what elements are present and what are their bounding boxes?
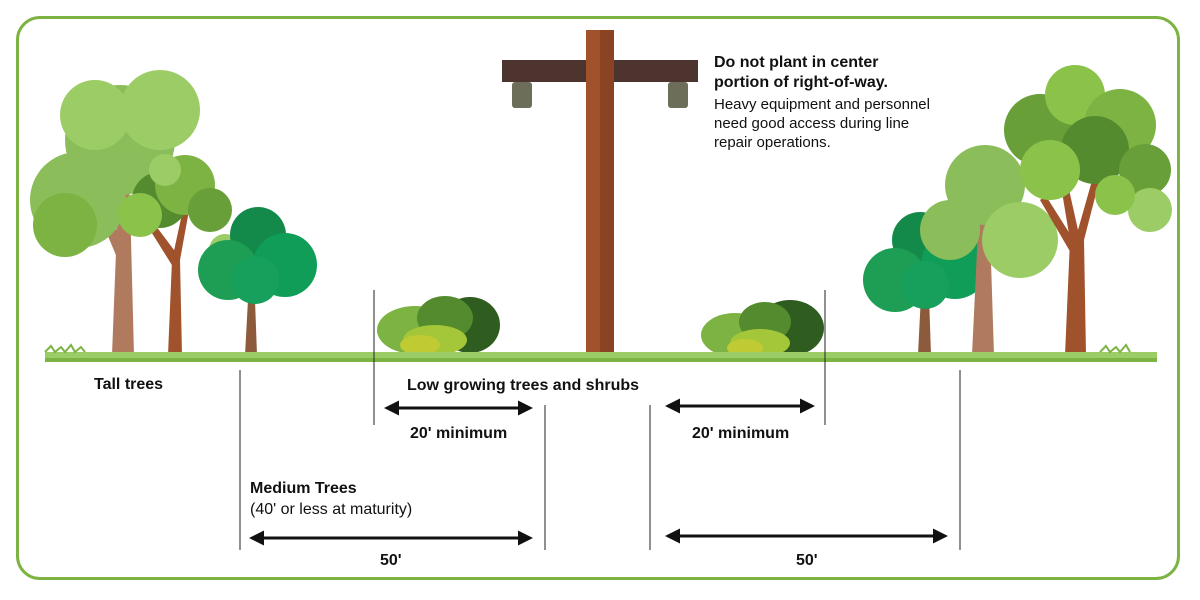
medium-tree-right bbox=[920, 145, 1058, 355]
small-tree-left bbox=[198, 207, 317, 355]
label-medium-trees: Medium Trees bbox=[250, 480, 357, 497]
label-low-growing: Low growing trees and shrubs bbox=[407, 377, 640, 394]
utility-pole bbox=[502, 30, 698, 356]
note-title-line2: portion of right-of-way. bbox=[714, 74, 888, 91]
note-body-line3: repair operations. bbox=[714, 134, 831, 151]
label-20-min-right: 20' minimum bbox=[692, 425, 790, 442]
shrub-left bbox=[377, 296, 500, 355]
label-20-min-left: 20' minimum bbox=[410, 425, 508, 442]
label-tall-trees: Tall trees bbox=[94, 376, 164, 393]
tall-tree-right bbox=[1004, 65, 1172, 355]
insulator-left bbox=[512, 82, 532, 108]
dimension-arrows bbox=[249, 398, 948, 546]
insulator-right bbox=[668, 82, 688, 108]
label-medium-trees-note: (40' or less at maturity) bbox=[250, 501, 413, 518]
note-body-line1: Heavy equipment and personnel bbox=[714, 96, 930, 113]
label-50-left: 50' bbox=[380, 552, 402, 569]
note-body-line2: need good access during line bbox=[714, 115, 910, 132]
label-50-right: 50' bbox=[796, 552, 818, 569]
shrub-right bbox=[701, 300, 824, 357]
center-warning-note: Do not plant in center portion of right-… bbox=[714, 53, 930, 152]
tall-tree-left bbox=[30, 70, 200, 355]
guide-lines bbox=[239, 290, 961, 550]
note-title-line1: Do not plant in center bbox=[714, 54, 879, 71]
grass-strip bbox=[44, 343, 1157, 362]
